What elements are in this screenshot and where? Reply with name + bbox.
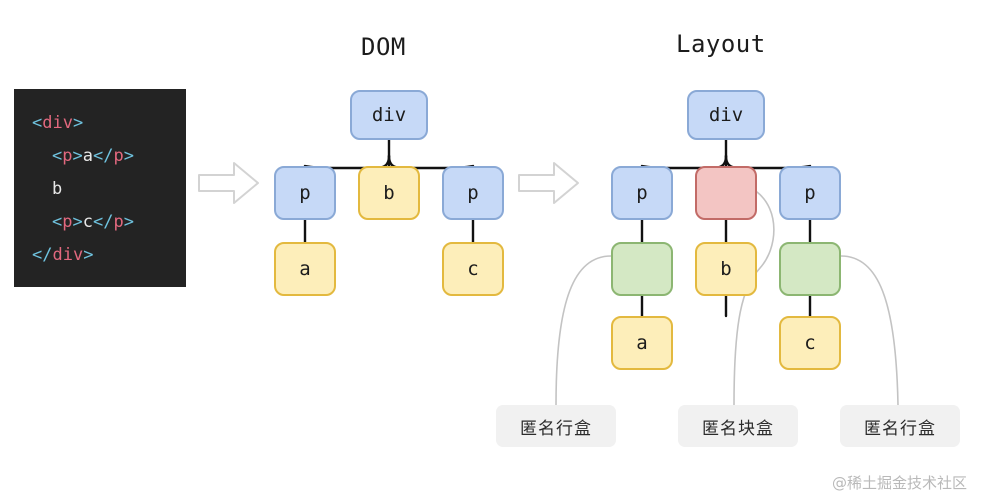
code-token-text: a	[82, 146, 93, 166]
layout-node-p-lay-p2: p	[779, 166, 841, 220]
code-token-punct: <	[52, 212, 63, 232]
dom-node-p-dom-p2: p	[442, 166, 504, 220]
code-token-tag: p	[62, 212, 73, 232]
code-token-punct: <	[32, 113, 43, 133]
node-label: c	[804, 332, 816, 354]
dom-node-p-dom-p1: p	[274, 166, 336, 220]
annotation-anno-right: 匿名行盒	[840, 405, 960, 447]
code-line-2: <p>a</p>	[32, 140, 186, 173]
layout-node-a-lay-a: a	[611, 316, 673, 370]
code-token-punct: >	[72, 113, 84, 133]
node-label: a	[636, 332, 648, 354]
annotation-text: 匿名行盒	[520, 418, 592, 439]
node-label: p	[467, 182, 479, 204]
html-source-code-block: <div><p>a</p>b<p>c</p></div>	[14, 89, 186, 287]
arrow-source-to-dom-icon	[198, 162, 259, 204]
dom-section-title: DOM	[361, 33, 406, 61]
code-token-punct: >	[123, 212, 134, 232]
code-token-punct: >	[72, 212, 83, 232]
arrow-dom-to-layout-icon	[518, 162, 579, 204]
code-token-tag: p	[113, 212, 124, 232]
node-label: p	[299, 182, 311, 204]
code-line-1: <div>	[32, 107, 186, 140]
code-token-punct: >	[83, 245, 94, 265]
layout-node-anonymous-lay-anon-1	[611, 242, 673, 296]
layout-node-c-lay-c: c	[779, 316, 841, 370]
code-token-text: c	[82, 212, 93, 232]
code-token-tag: p	[113, 146, 124, 166]
code-line-5: </div>	[32, 239, 186, 272]
dom-node-b-dom-b: b	[358, 166, 420, 220]
code-token-text: b	[52, 179, 63, 199]
layout-section-title: Layout	[676, 30, 766, 58]
node-label: div	[371, 104, 407, 126]
code-token-punct: </	[32, 245, 53, 265]
node-label: a	[299, 258, 311, 280]
node-label: b	[383, 182, 395, 204]
dom-node-div-dom-div: div	[350, 90, 428, 140]
layout-node-p-lay-p1: p	[611, 166, 673, 220]
node-label: p	[636, 182, 648, 204]
layout-node-anonymous-lay-anon-b	[695, 166, 757, 220]
node-label: b	[720, 258, 732, 280]
code-token-punct: </	[93, 212, 114, 232]
code-token-tag: div	[52, 245, 84, 265]
code-token-punct: >	[72, 146, 83, 166]
annotation-text: 匿名行盒	[864, 418, 936, 439]
layout-node-div-lay-div: div	[687, 90, 765, 140]
code-line-4: <p>c</p>	[32, 206, 186, 239]
code-token-punct: <	[52, 146, 63, 166]
code-token-punct: >	[123, 146, 134, 166]
annotation-text: 匿名块盒	[702, 418, 774, 439]
node-label: div	[708, 104, 744, 126]
code-line-3: b	[32, 173, 186, 206]
layout-node-anonymous-lay-anon-2	[779, 242, 841, 296]
node-label: c	[467, 258, 479, 280]
code-token-tag: p	[62, 146, 73, 166]
code-token-punct: </	[93, 146, 114, 166]
annotation-anno-left: 匿名行盒	[496, 405, 616, 447]
code-token-tag: div	[42, 113, 73, 133]
dom-node-a-dom-a: a	[274, 242, 336, 296]
dom-node-c-dom-c: c	[442, 242, 504, 296]
annotation-anno-middle: 匿名块盒	[678, 405, 798, 447]
node-label: p	[804, 182, 816, 204]
layout-node-b-lay-b: b	[695, 242, 757, 296]
watermark: @稀土掘金技术社区	[831, 474, 967, 492]
